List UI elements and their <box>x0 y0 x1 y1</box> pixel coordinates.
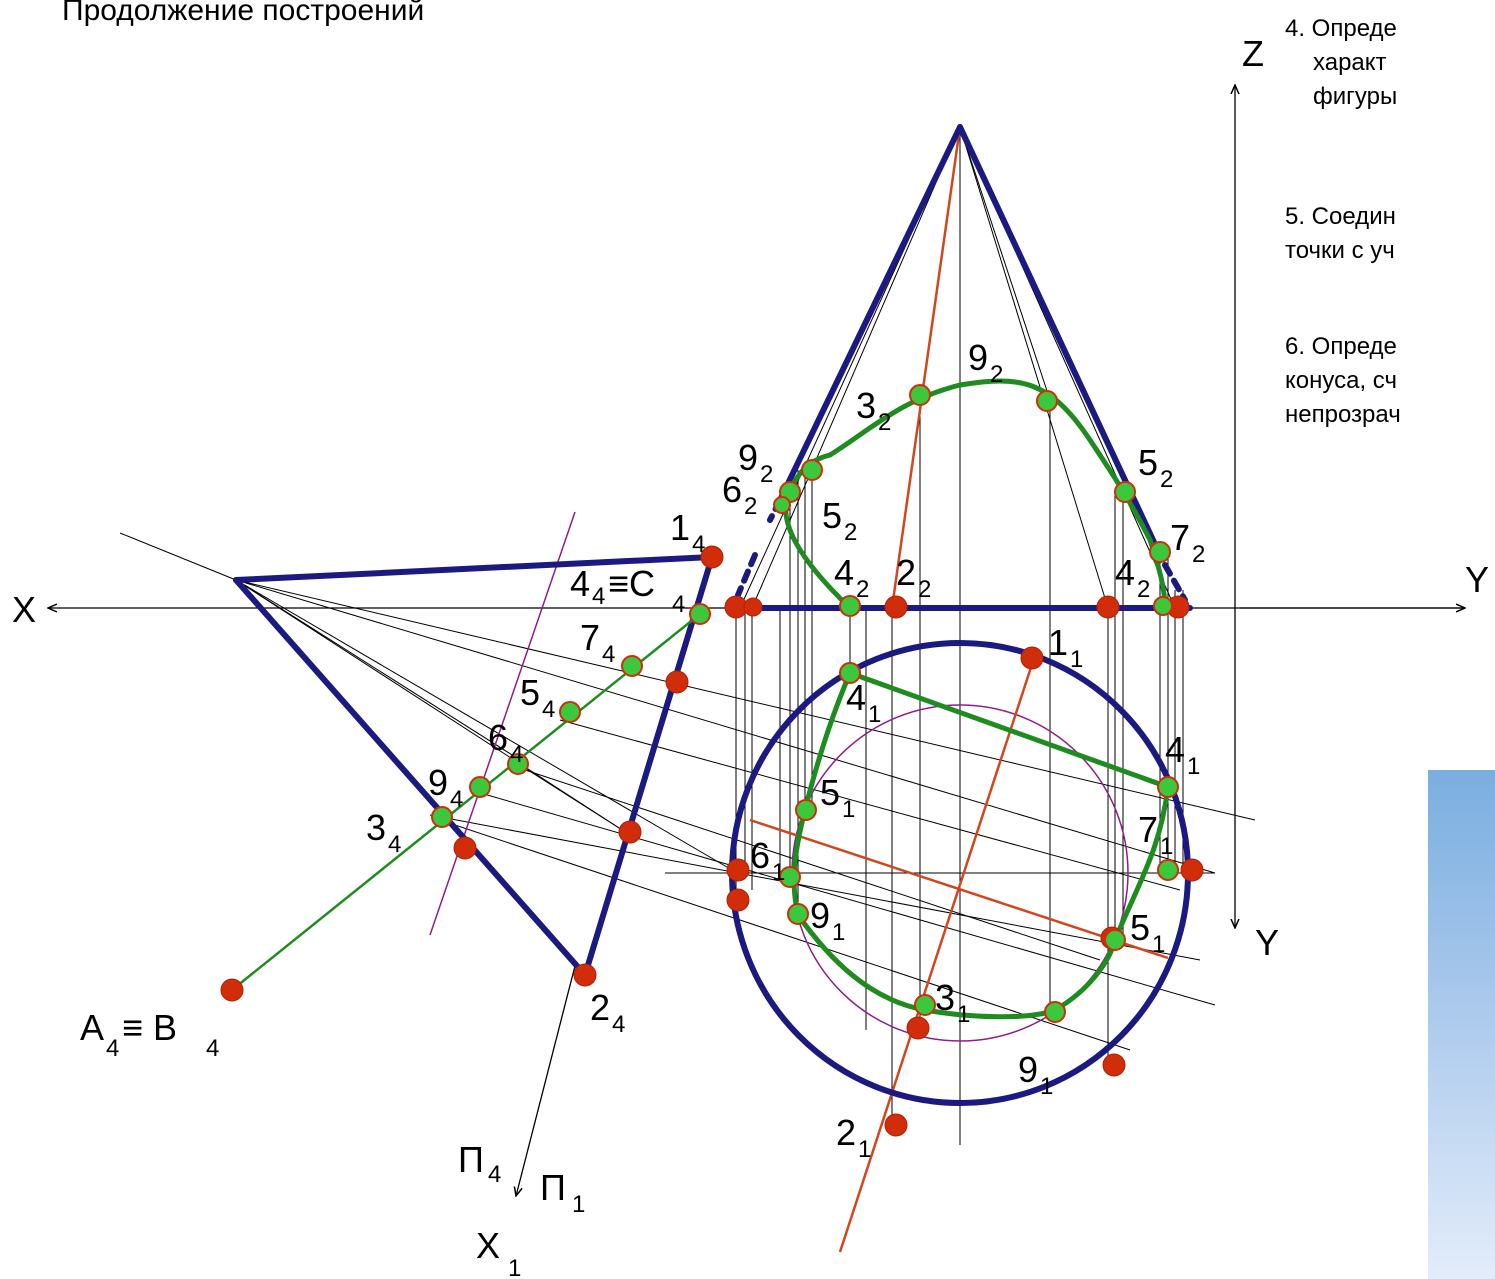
purple-construction <box>429 511 1129 1042</box>
point-label-6-1: 6 <box>750 835 770 876</box>
point-label-sub-7-1: 1 <box>1160 833 1173 860</box>
step-6-line-1: 6. Опреде <box>1285 333 1397 360</box>
orange-lines <box>749 126 1169 1253</box>
point-label-9-4: 9 <box>428 762 448 803</box>
point-label-2-2: 2 <box>896 552 916 593</box>
point-label-7-4: 7 <box>580 617 600 658</box>
point-label-sub-1-1: 1 <box>1070 646 1083 673</box>
label-z: Z <box>1242 33 1264 74</box>
point-label-sub-4-2: 2 <box>856 576 869 603</box>
step-5-line-1: 5. Соедин <box>1285 203 1396 230</box>
point-label-5-4: 5 <box>520 672 540 713</box>
green-curves <box>231 378 1171 1020</box>
label-p1: П <box>540 1167 566 1208</box>
label-c4-sub: 4 <box>592 583 605 610</box>
axis-labels: X Y Z Y X 1 П 4 П 1 <box>12 33 1489 1279</box>
point-label-sub-9-1: 1 <box>832 919 845 946</box>
point-label-1-1: 1 <box>1048 622 1068 663</box>
point-label-9-1: 9 <box>1018 1049 1038 1090</box>
point-label-sub-7-4: 4 <box>602 641 615 668</box>
point-label-sub-2-1: 1 <box>858 1136 871 1163</box>
point-label-sub-5-1: 1 <box>1152 931 1165 958</box>
point-label-5-1: 5 <box>1130 907 1150 948</box>
label-y-horizontal: Y <box>1465 559 1489 600</box>
label-c4-sub2: 4 <box>672 591 685 618</box>
label-y-vertical: Y <box>1255 922 1279 963</box>
step-6-text: 6. Опреде конуса, сч непрозрач <box>1285 330 1401 432</box>
point-label-sub-4-1: 1 <box>868 701 881 728</box>
point-label-sub-1-4: 4 <box>692 531 705 558</box>
point-label-sub-5-4: 4 <box>542 696 555 723</box>
label-b4-sub: 4 <box>206 1035 219 1062</box>
point-label-9-1: 9 <box>810 895 830 936</box>
label-a4-main: A <box>80 1007 104 1048</box>
point-label-sub-9-1: 1 <box>1040 1073 1053 1100</box>
axes <box>48 85 1465 1196</box>
point-label-sub-3-2: 2 <box>878 409 891 436</box>
step-6-line-2: конуса, сч <box>1285 367 1398 394</box>
point-label-sub-6-1: 1 <box>772 859 785 886</box>
point-label-3-2: 3 <box>856 385 876 426</box>
point-label-4-1: 4 <box>1165 729 1185 770</box>
point-label-5-2: 5 <box>822 495 842 536</box>
page-title: Продолжение построений <box>62 0 425 27</box>
step-4-line-1: 4. Опреде <box>1285 15 1397 42</box>
label-p4: П <box>458 1139 484 1180</box>
point-label-7-2: 7 <box>1170 517 1190 558</box>
point-label-sub-6-2: 2 <box>744 493 757 520</box>
point-label-2-4: 2 <box>590 987 610 1028</box>
point-label-9-2: 9 <box>968 337 988 378</box>
label-x: X <box>12 589 36 630</box>
special-labels: A 4 ≡ B 4 4 4 ≡C 4 <box>80 563 685 1062</box>
label-x1: X <box>476 1225 500 1266</box>
label-c4-main: 4 <box>570 563 590 604</box>
point-label-sub-2-4: 4 <box>612 1011 625 1038</box>
step-4-line-3: фигуры <box>1313 83 1398 110</box>
point-label-sub-9-2: 2 <box>760 461 773 488</box>
step-4-line-2: характ <box>1313 49 1387 76</box>
point-label-sub-3-1: 1 <box>957 1001 970 1028</box>
label-x1-sub: 1 <box>508 1255 521 1279</box>
point-label-sub-9-2: 2 <box>990 361 1003 388</box>
green-points <box>431 384 1179 1023</box>
point-label-3-1: 3 <box>935 977 955 1018</box>
point-label-7-1: 7 <box>1138 809 1158 850</box>
point-label-sub-2-2: 2 <box>918 576 931 603</box>
point-label-3-4: 3 <box>366 807 386 848</box>
point-label-sub-6-4: 4 <box>510 741 523 768</box>
x1-axis <box>516 961 577 1196</box>
point-label-1-4: 1 <box>670 507 690 548</box>
point-label-2-1: 2 <box>836 1112 856 1153</box>
point-label-sub-5-2: 2 <box>1160 466 1173 493</box>
point-label-sub-4-2: 2 <box>1137 576 1150 603</box>
point-label-6-2: 6 <box>722 469 742 510</box>
point-label-5-1: 5 <box>820 772 840 813</box>
point-label-4-2: 4 <box>834 552 854 593</box>
point-label-sub-3-4: 4 <box>388 831 401 858</box>
label-c4-main2: ≡C <box>608 563 655 604</box>
label-b4-main: ≡ B <box>122 1007 177 1048</box>
point-label-sub-9-4: 4 <box>450 786 463 813</box>
point-label-sub-7-2: 2 <box>1192 541 1205 568</box>
point-label-sub-5-2: 2 <box>844 519 857 546</box>
step-5-line-2: точки с уч <box>1285 237 1395 264</box>
point-label-sub-4-1: 1 <box>1187 753 1200 780</box>
point-label-4-1: 4 <box>846 677 866 718</box>
point-label-6-4: 6 <box>488 717 508 758</box>
step-5-text: 5. Соедин точки с уч <box>1285 200 1396 268</box>
point-label-4-2: 4 <box>1115 552 1135 593</box>
point-label-9-2: 9 <box>738 437 758 478</box>
step-6-line-3: непрозрач <box>1285 401 1401 428</box>
label-a4-sub: 4 <box>106 1035 119 1062</box>
point-label-sub-5-1: 1 <box>842 796 855 823</box>
point-label-5-2: 5 <box>1138 442 1158 483</box>
decorative-gradient-panel <box>1428 770 1495 1279</box>
label-p4-sub: 4 <box>488 1161 501 1188</box>
step-4-text: 4. Опреде характ фигуры <box>1285 12 1397 114</box>
label-p1-sub: 1 <box>572 1191 585 1218</box>
